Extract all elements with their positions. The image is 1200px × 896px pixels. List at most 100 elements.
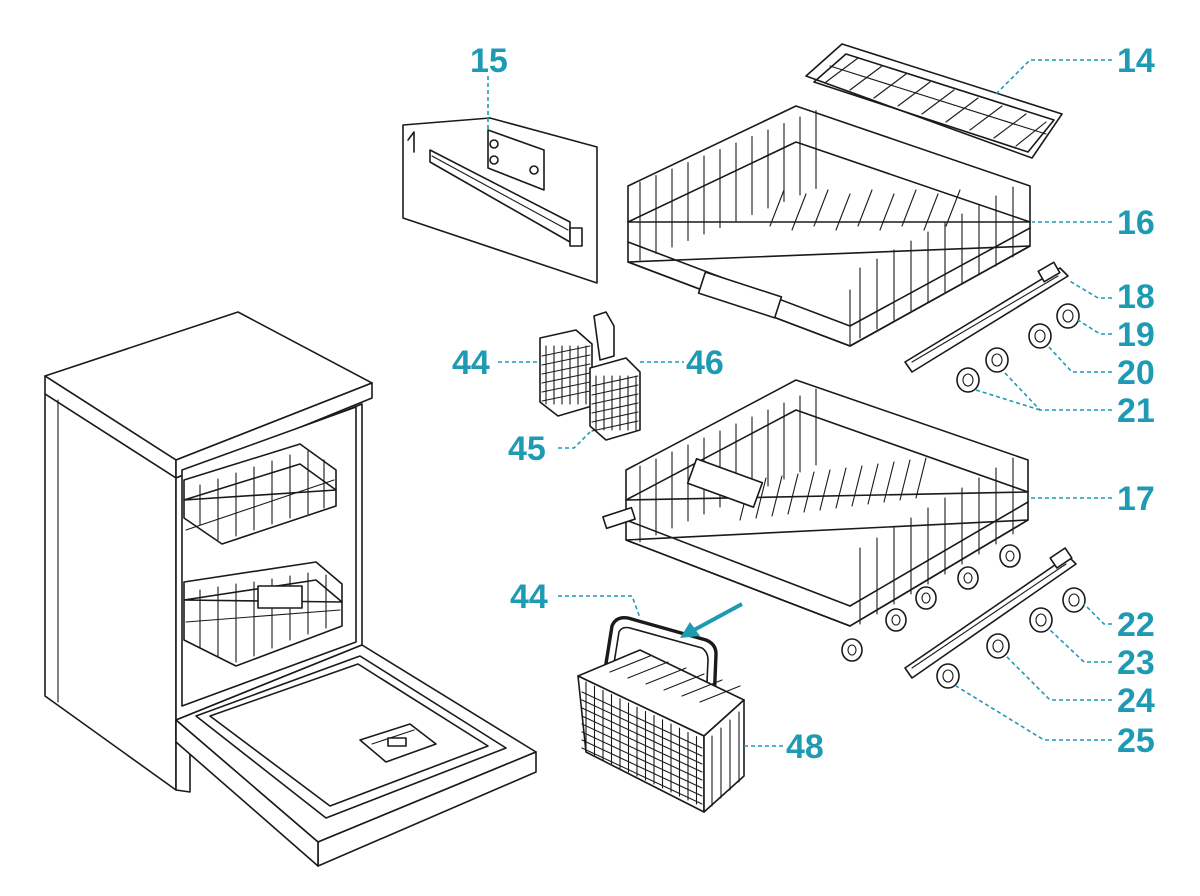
wire-line bbox=[819, 469, 831, 511]
callout-48: 48 bbox=[786, 728, 824, 766]
callout-18: 18 bbox=[1117, 278, 1155, 316]
part-48-cutlery-basket bbox=[577, 615, 745, 813]
wire-line bbox=[879, 193, 895, 231]
wire-line bbox=[771, 475, 783, 517]
callout-14: 14 bbox=[1117, 42, 1155, 80]
wire-line bbox=[609, 655, 651, 673]
basket-wheel bbox=[915, 586, 937, 610]
callout-24: 24 bbox=[1117, 682, 1155, 720]
wire-line bbox=[883, 461, 895, 503]
callout-45: 45 bbox=[508, 430, 546, 468]
callout-20: 20 bbox=[1117, 354, 1155, 392]
callout-16: 16 bbox=[1117, 204, 1155, 242]
callout-22: 22 bbox=[1117, 606, 1155, 644]
wire-line bbox=[581, 723, 703, 781]
basket-wheel-hub bbox=[891, 614, 901, 626]
callout-44-large-basket: 44 bbox=[510, 578, 548, 616]
leader-19 bbox=[1077, 319, 1112, 335]
wire-line bbox=[541, 354, 591, 366]
wire-line bbox=[699, 685, 741, 703]
leader-14 bbox=[993, 59, 1112, 97]
wire-line bbox=[541, 345, 591, 357]
part-44-45-46-small-baskets bbox=[539, 311, 641, 441]
part-16-upper-basket bbox=[627, 105, 1031, 347]
part-17-lower-basket bbox=[602, 379, 1029, 662]
leader-44b bbox=[558, 595, 641, 619]
callout-19: 19 bbox=[1117, 316, 1155, 354]
wire-line bbox=[591, 393, 639, 405]
wire-line bbox=[899, 459, 911, 501]
wire-line bbox=[591, 411, 639, 423]
wire-line bbox=[541, 390, 591, 402]
callout-labels: 15 14 16 18 19 20 21 44 46 45 17 44 22 2… bbox=[452, 42, 1155, 766]
wire-line bbox=[581, 747, 703, 805]
wire-line bbox=[915, 457, 927, 499]
wire-line bbox=[835, 467, 847, 509]
callout-46: 46 bbox=[686, 344, 724, 382]
wire-line bbox=[813, 189, 829, 227]
callout-15: 15 bbox=[470, 42, 508, 80]
wire-line bbox=[755, 477, 767, 519]
basket-wheel bbox=[957, 566, 979, 590]
basket-wheel-hub bbox=[1005, 550, 1015, 562]
wire-line bbox=[581, 731, 703, 789]
callout-17: 17 bbox=[1117, 480, 1155, 518]
callout-23: 23 bbox=[1117, 644, 1155, 682]
wire-line bbox=[923, 193, 939, 231]
callout-21: 21 bbox=[1117, 392, 1155, 430]
wire-line bbox=[857, 189, 873, 227]
basket-wheel-hub bbox=[921, 592, 931, 604]
leader-25 bbox=[955, 685, 1112, 741]
wire-line bbox=[591, 384, 639, 396]
wire-line bbox=[581, 739, 703, 797]
wire-line bbox=[581, 691, 703, 749]
leader-23 bbox=[1047, 627, 1112, 663]
wire-line bbox=[627, 661, 669, 679]
dishwasher-open-door bbox=[175, 644, 537, 867]
leader-18 bbox=[1067, 279, 1112, 299]
wire-line bbox=[867, 463, 879, 505]
dishwasher-unit bbox=[44, 311, 537, 867]
basket-wheel bbox=[841, 638, 863, 662]
leader-45 bbox=[558, 431, 591, 449]
wire-line bbox=[591, 420, 639, 432]
leader-20 bbox=[1047, 345, 1112, 373]
wire-line bbox=[581, 715, 703, 773]
leader-21 bbox=[975, 371, 1112, 411]
basket-wheel-hub bbox=[963, 572, 973, 584]
basket-wheel-hub bbox=[847, 644, 857, 656]
wire-line bbox=[787, 473, 799, 515]
wire-line bbox=[663, 673, 705, 691]
wire-line bbox=[541, 372, 591, 384]
wire-line bbox=[581, 699, 703, 757]
wire-line bbox=[901, 189, 917, 227]
wire-line bbox=[945, 189, 961, 227]
wire-line bbox=[791, 193, 807, 231]
part-22-25-lower-rail-wheels bbox=[904, 547, 1086, 689]
wire-line bbox=[851, 465, 863, 507]
callout-44-small-basket: 44 bbox=[452, 344, 490, 382]
part-14-cup-shelf bbox=[805, 43, 1063, 159]
dishwasher-lower-rack bbox=[183, 561, 343, 667]
dishwasher-upper-rack bbox=[183, 443, 337, 545]
wire-line bbox=[681, 679, 723, 697]
wire-line bbox=[803, 471, 815, 513]
part-18-upper-rail bbox=[904, 261, 1069, 373]
direction-arrow bbox=[680, 602, 743, 638]
wire-line bbox=[591, 375, 639, 387]
wire-line bbox=[541, 381, 591, 393]
basket-wheel bbox=[885, 608, 907, 632]
part-19-20-21-wheels bbox=[956, 303, 1080, 393]
callout-25: 25 bbox=[1117, 722, 1155, 760]
wire-line bbox=[541, 363, 591, 375]
wire-line bbox=[835, 193, 851, 231]
basket-wheel bbox=[999, 544, 1021, 568]
wire-line bbox=[591, 402, 639, 414]
wire-line bbox=[581, 707, 703, 765]
wire-line bbox=[769, 189, 785, 227]
wire-line bbox=[645, 667, 687, 685]
leader-22 bbox=[1083, 603, 1112, 625]
part-15-rail-clip bbox=[402, 117, 598, 284]
